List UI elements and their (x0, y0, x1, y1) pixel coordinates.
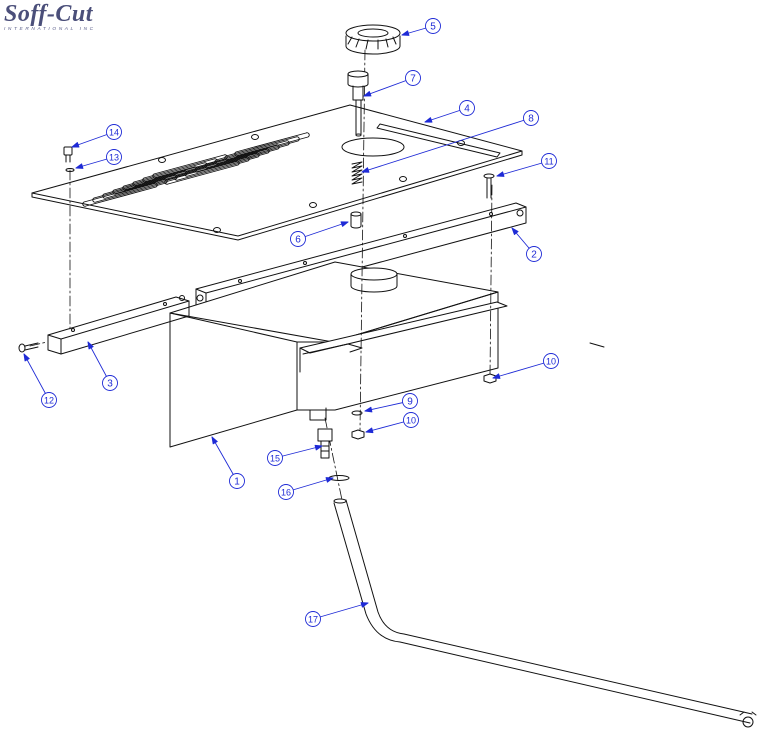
vent-slot (152, 154, 228, 179)
callout-circle (106, 124, 122, 140)
callout-circle (403, 412, 419, 428)
leader-arrowhead (360, 602, 369, 608)
vent-slot (234, 132, 310, 157)
callout-circle (229, 473, 245, 489)
callout-circle (459, 100, 475, 116)
vent-slot (224, 136, 300, 161)
leader-arrowhead (314, 444, 323, 451)
leader-arrowhead (23, 353, 30, 362)
leader-arrowhead (75, 163, 84, 169)
vent-slot (132, 162, 208, 187)
vent-slot (102, 174, 178, 199)
bolt-11 (483, 173, 495, 199)
fill-cap (345, 24, 401, 55)
leader-line (285, 477, 334, 493)
spring (351, 161, 363, 185)
bushing (350, 211, 362, 229)
callout-circle (405, 70, 421, 86)
leader-line (297, 221, 349, 240)
leader-arrowhead (363, 91, 372, 97)
leader-arrowhead (361, 167, 370, 173)
leader-arrowhead (365, 427, 374, 434)
washer-13 (65, 168, 75, 172)
brand-tagline: INTERNATIONAL INC (4, 27, 96, 32)
callout-circle (102, 375, 118, 391)
nut-10-lower (351, 429, 365, 440)
vent-slot (82, 182, 158, 207)
vent-slot (142, 158, 218, 183)
washer-9 (351, 410, 363, 416)
callout-label: 3 (107, 379, 113, 390)
front-rail (47, 295, 190, 355)
leader-line (23, 353, 50, 401)
center-lines (29, 49, 493, 501)
leader-arrowhead (511, 227, 519, 236)
callout-label: 5 (430, 22, 436, 33)
callout-label: 10 (546, 357, 556, 367)
leader-line (274, 445, 323, 459)
callout-label: 17 (308, 615, 318, 625)
hose-fitting (317, 428, 333, 459)
callout-circle (543, 353, 559, 369)
callout-circle (290, 231, 306, 247)
callout-label: 1 (234, 477, 240, 488)
tank-box (169, 261, 605, 448)
callout-circle (267, 450, 283, 466)
callout-circle (278, 484, 294, 500)
callout-label: 16 (281, 488, 291, 498)
leader-line (363, 77, 414, 97)
vent-slot (122, 166, 198, 191)
vent-slot (92, 178, 168, 203)
leader-arrowhead (492, 373, 501, 379)
callout-circle (402, 393, 418, 409)
nut-10-right (483, 373, 497, 384)
vent-slot (112, 170, 188, 195)
bolt-12 (18, 342, 39, 353)
leader-line (361, 117, 532, 173)
leader-arrowhead (211, 436, 218, 445)
leader-arrowhead (71, 142, 80, 148)
callout-label: 12 (44, 396, 54, 406)
callout-circle (526, 246, 542, 262)
callout-label: 7 (410, 74, 416, 85)
callout-label: 10 (406, 416, 416, 426)
pin-bolt (347, 70, 369, 137)
callout-circle (523, 110, 539, 126)
leader-line (492, 360, 552, 379)
leader-line (312, 602, 369, 620)
leader-line (211, 436, 238, 482)
leader-arrowhead (340, 221, 349, 227)
leader-lines (23, 25, 552, 620)
callout-label: 6 (295, 235, 301, 246)
callout-label: 13 (109, 153, 119, 163)
callout-circle (41, 392, 57, 408)
callout-label: 11 (544, 157, 553, 167)
leader-arrowhead (424, 117, 433, 123)
callout-label: 2 (531, 250, 537, 261)
callout-label: 4 (464, 104, 470, 115)
callout-label: 14 (109, 128, 119, 138)
leader-arrowhead (401, 30, 410, 36)
callout-label: 9 (407, 397, 413, 408)
callout-label: 15 (270, 454, 280, 464)
callout-circle (106, 149, 122, 165)
callout-label: 8 (528, 114, 534, 125)
leader-arrowhead (496, 171, 505, 177)
vent-slots (82, 132, 310, 207)
leader-arrowhead (87, 341, 94, 350)
screw-14 (63, 146, 73, 163)
leader-line (496, 160, 550, 177)
callout-circle (305, 611, 321, 627)
callout-circle (541, 153, 557, 169)
top-plate (31, 104, 523, 241)
hose (333, 498, 757, 728)
brand-logo: Soff-Cut (4, 1, 93, 27)
callout-circle (425, 18, 441, 34)
leader-arrowhead (364, 406, 373, 413)
leader-arrowhead (325, 477, 334, 483)
